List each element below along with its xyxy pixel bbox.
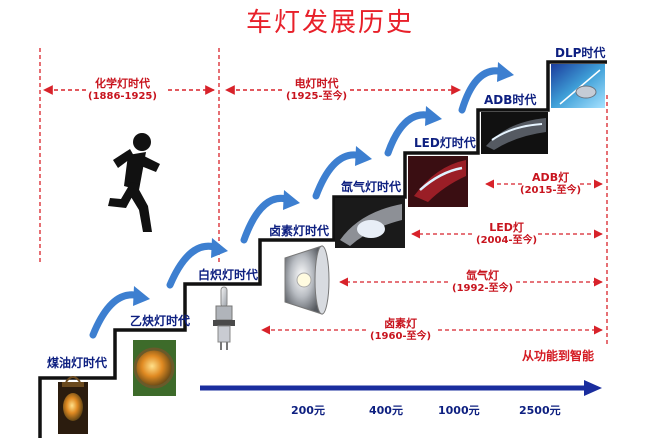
era-electric-name: 电灯时代 <box>295 77 339 90</box>
timespan-halogen-years: (1960-至今) <box>370 332 431 342</box>
step-label-kerosene: 煤油灯时代 <box>47 357 107 369</box>
timespan-halogen-name: 卤素灯 <box>384 317 417 330</box>
step-label-adb: ADB时代 <box>484 94 536 106</box>
timespan-adb-years: (2015-至今) <box>520 186 581 196</box>
price-1000: 1000元 <box>438 405 480 416</box>
xenon-headlight-image <box>335 198 405 248</box>
halogen-reflector-image <box>285 246 329 314</box>
page-title: 车灯发展历史 <box>0 10 660 36</box>
step-label-dlp: DLP时代 <box>555 47 605 59</box>
step-label-incandescent: 白炽灯时代 <box>198 269 258 281</box>
era-electric: 电灯时代 (1925-至今) <box>286 78 347 102</box>
step-label-xenon: 氙气灯时代 <box>341 181 401 193</box>
kerosene-lamp-image <box>58 377 88 434</box>
timespan-xenon-years: (1992-至今) <box>452 284 513 294</box>
dlp-projector-image <box>551 64 605 108</box>
timespan-xenon-name: 氙气灯 <box>466 269 499 282</box>
timespan-led: LED灯 (2004-至今) <box>476 222 537 246</box>
step-label-halogen: 卤素灯时代 <box>269 225 329 237</box>
price-400: 400元 <box>369 405 403 416</box>
trend-label: 从功能到智能 <box>522 350 594 362</box>
timespan-xenon: 氙气灯 (1992-至今) <box>452 270 513 294</box>
adb-headlight-image <box>481 112 548 154</box>
price-2500: 2500元 <box>519 405 561 416</box>
running-man-icon <box>108 133 160 232</box>
incandescent-bulb-image <box>213 287 235 350</box>
price-200: 200元 <box>291 405 325 416</box>
era-chemical-name: 化学灯时代 <box>95 77 150 90</box>
price-axis-arrowhead <box>584 380 602 396</box>
timespan-adb-name: ADB灯 <box>532 171 569 184</box>
era-chemical-years: (1886-1925) <box>88 92 157 102</box>
acetylene-lamp-image <box>133 340 176 396</box>
led-headlight-image <box>408 156 468 207</box>
timespan-led-name: LED灯 <box>489 221 524 234</box>
step-label-acetylene: 乙炔灯时代 <box>130 315 190 327</box>
era-chemical: 化学灯时代 (1886-1925) <box>88 78 157 102</box>
timespan-adb: ADB灯 (2015-至今) <box>520 172 581 196</box>
era-electric-years: (1925-至今) <box>286 92 347 102</box>
step-label-led: LED灯时代 <box>414 137 476 149</box>
timespan-led-years: (2004-至今) <box>476 236 537 246</box>
timespan-halogen: 卤素灯 (1960-至今) <box>370 318 431 342</box>
